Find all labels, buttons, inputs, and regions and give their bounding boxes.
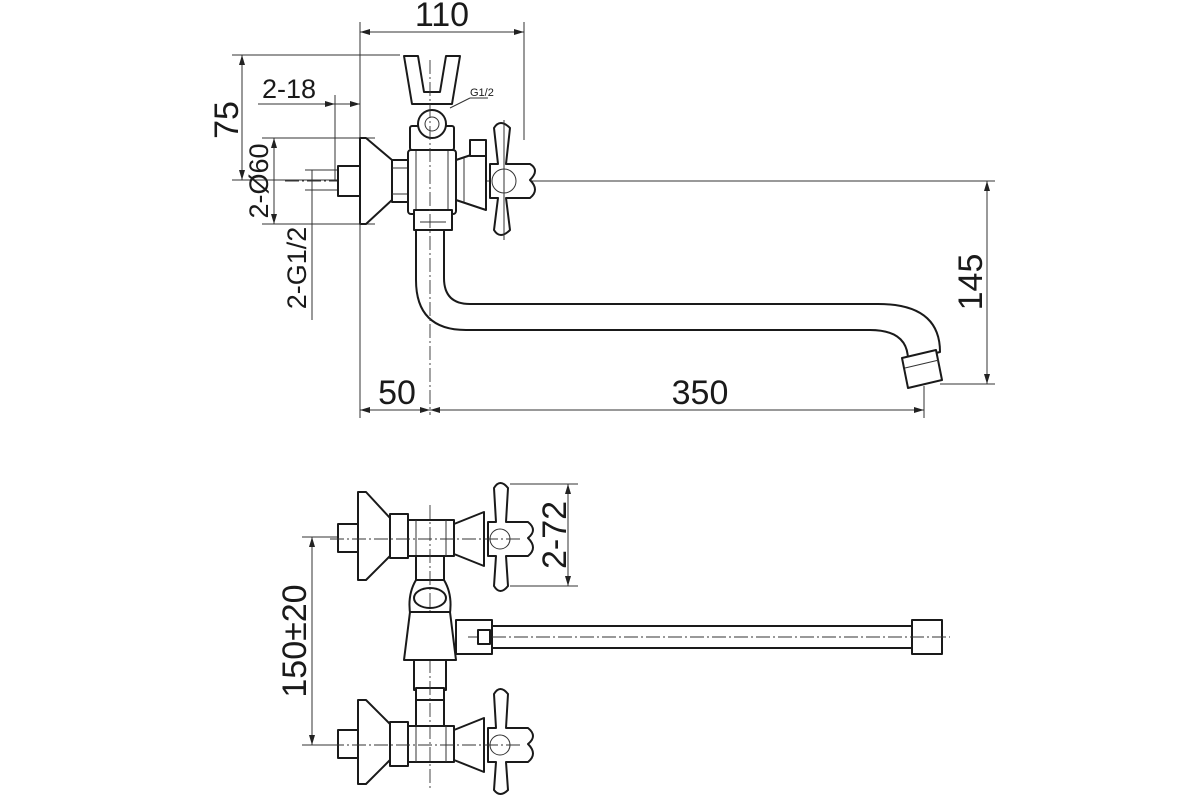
- spout-top: [491, 619, 950, 655]
- side-view: 110 75 2-18 2-Ø60: [208, 0, 995, 418]
- dim-spout-drop: 145: [940, 181, 995, 385]
- top-view: 2-72 150±20: [276, 482, 950, 795]
- spout: [415, 229, 943, 389]
- dim-bottom: 50 350: [359, 220, 925, 418]
- shower-holder: G1/2: [403, 55, 494, 139]
- mixer-body: [407, 125, 487, 231]
- dim-label-2-g12: 2-G1/2: [282, 227, 312, 310]
- wall-inlet: [337, 137, 409, 225]
- dim-handle-spacing: 2-72: [510, 483, 578, 587]
- dim-label-75: 75: [208, 101, 246, 139]
- dim-center-distance: 150±20: [276, 536, 345, 746]
- dim-label-350: 350: [672, 374, 729, 412]
- dim-label-50: 50: [378, 374, 416, 412]
- dim-thread: 2-G1/2: [282, 169, 345, 320]
- dim-label-2-72: 2-72: [536, 501, 574, 569]
- dim-label-2-18: 2-18: [262, 74, 316, 104]
- dim-height-top: 75: [208, 54, 400, 181]
- dim-label-110: 110: [415, 0, 469, 34]
- mixer-column: [403, 505, 493, 790]
- dim-label-2-d60: 2-Ø60: [244, 143, 274, 218]
- dim-label-g12-shower: G1/2: [470, 87, 494, 99]
- upper-inlet: [330, 482, 534, 592]
- dim-width-total: 110: [359, 0, 525, 140]
- dim-label-150: 150±20: [276, 584, 314, 697]
- cross-handle-side: [489, 120, 536, 240]
- dim-label-145: 145: [952, 254, 990, 311]
- dim-flange-diameter: 2-Ø60: [244, 137, 375, 225]
